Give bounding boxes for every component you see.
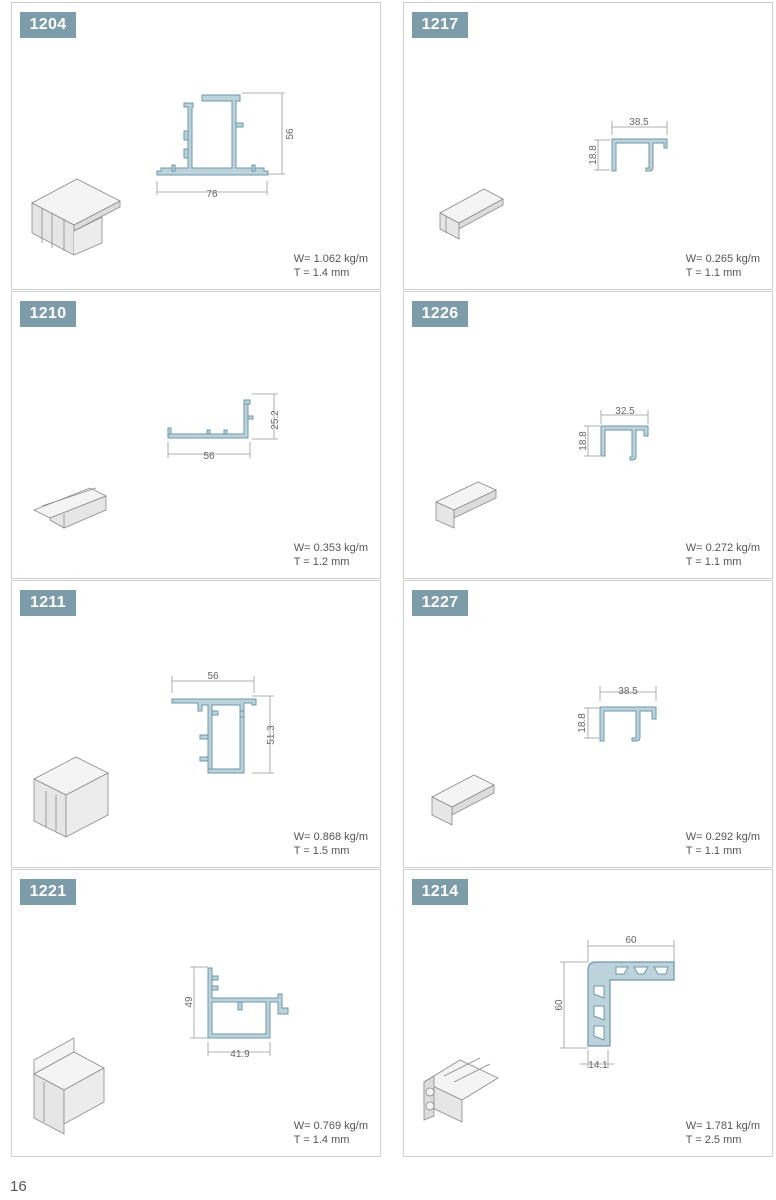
- product-code-badge: 1204: [20, 12, 76, 38]
- dimension-label: 60: [625, 935, 637, 946]
- profile-3d-illustration: [435, 481, 497, 529]
- weight-spec: W= 1.062 kg/m: [293, 253, 368, 265]
- weight-spec: W= 0.272 kg/m: [685, 542, 760, 554]
- product-card-1221: 49 41.9 1221 W= 0.769 kg/m T = 1.4 mm: [11, 869, 381, 1157]
- dimension-label: 38.5: [618, 686, 638, 697]
- thickness-spec: T = 1.1 mm: [685, 556, 742, 568]
- dimension-label: 18.8: [578, 431, 589, 451]
- profile-3d-illustration: [31, 178, 121, 256]
- dimension-label: 60: [554, 999, 565, 1011]
- product-card-1226: 32.5 18.8 1226 W= 0.272 kg/m T = 1.1 mm: [403, 291, 773, 579]
- dimension-label: 56: [285, 128, 296, 140]
- thickness-spec: T = 1.5 mm: [293, 845, 350, 857]
- profile-drawing-1227: 38.5 18.8: [431, 686, 657, 826]
- thickness-spec: T = 1.2 mm: [293, 556, 350, 568]
- dimension-label: 38.5: [629, 117, 649, 128]
- product-code-badge: 1226: [412, 301, 468, 327]
- product-code-badge: 1210: [20, 301, 76, 327]
- dimension-label: 32.5: [615, 406, 635, 417]
- profile-drawing-1217: 38.5 18.8: [439, 117, 668, 240]
- dimension-label: 76: [206, 189, 218, 200]
- thickness-spec: T = 1.4 mm: [293, 267, 350, 279]
- dimension-label: 51.3: [266, 725, 277, 745]
- product-specs: W= 0.272 kg/m T = 1.1 mm: [686, 541, 760, 569]
- product-specs: W= 1.781 kg/m T = 2.5 mm: [686, 1119, 760, 1147]
- weight-spec: W= 0.769 kg/m: [293, 1120, 368, 1132]
- profile-3d-illustration: [439, 188, 504, 240]
- product-card-1210: 25.2 56 1210 W= 0.353 kg/m T = 1.2 mm: [11, 291, 381, 579]
- product-code-badge: 1211: [20, 590, 76, 616]
- dimension-label: 14.1: [588, 1060, 608, 1071]
- product-specs: W= 0.353 kg/m T = 1.2 mm: [294, 541, 368, 569]
- product-card-1204: 56 76 1204 W= 1.062 kg/m T = 1.4 mm: [11, 2, 381, 290]
- product-code-badge: 1227: [412, 590, 468, 616]
- product-specs: W= 0.292 kg/m T = 1.1 mm: [686, 830, 760, 858]
- weight-spec: W= 0.292 kg/m: [685, 831, 760, 843]
- dimension-label: 56: [207, 671, 219, 682]
- profile-3d-illustration: [431, 774, 495, 826]
- product-card-1227: 38.5 18.8 1227 W= 0.292 kg/m T = 1.1 mm: [403, 580, 773, 868]
- product-specs: W= 0.868 kg/m T = 1.5 mm: [294, 830, 368, 858]
- dimension-label: 25.2: [270, 410, 281, 430]
- product-code-badge: 1221: [20, 879, 76, 905]
- product-card-1211: 56 51.3 1211 W= 0.868 kg/m T = 1.5 mm: [11, 580, 381, 868]
- profile-3d-illustration: [33, 756, 109, 838]
- thickness-spec: T = 1.1 mm: [685, 267, 742, 279]
- dimension-label: 41.9: [230, 1049, 250, 1060]
- dimension-label: 49: [184, 996, 195, 1008]
- product-card-1214: 60 60 14.1 1214 W= 1.781 kg/m T = 2.5 mm: [403, 869, 773, 1157]
- profile-drawing-1210: 25.2 56: [33, 393, 281, 529]
- dimension-label: 18.8: [577, 713, 588, 733]
- product-specs: W= 0.769 kg/m T = 1.4 mm: [294, 1119, 368, 1147]
- page-number: 16: [10, 1178, 27, 1195]
- thickness-spec: T = 1.4 mm: [293, 1134, 350, 1146]
- profile-drawing-1221: 49 41.9: [33, 966, 289, 1135]
- dimension-label: 18.8: [588, 145, 599, 165]
- profile-3d-illustration: [33, 487, 107, 529]
- weight-spec: W= 0.868 kg/m: [293, 831, 368, 843]
- product-card-1217: 38.5 18.8 1217 W= 0.265 kg/m T = 1.1 mm: [403, 2, 773, 290]
- product-specs: W= 1.062 kg/m T = 1.4 mm: [294, 252, 368, 280]
- profile-3d-illustration: [33, 1037, 105, 1135]
- thickness-spec: T = 2.5 mm: [685, 1134, 742, 1146]
- profile-3d-illustration: [423, 1057, 499, 1123]
- dimension-label: 56: [203, 451, 215, 462]
- weight-spec: W= 0.353 kg/m: [293, 542, 368, 554]
- thickness-spec: T = 1.1 mm: [685, 845, 742, 857]
- product-code-badge: 1217: [412, 12, 468, 38]
- profile-drawing-1214: 60 60 14.1: [423, 935, 675, 1123]
- product-specs: W= 0.265 kg/m T = 1.1 mm: [686, 252, 760, 280]
- profile-drawing-1211: 56 51.3: [33, 671, 277, 838]
- weight-spec: W= 1.781 kg/m: [685, 1120, 760, 1132]
- profile-drawing-1226: 32.5 18.8: [435, 406, 649, 529]
- weight-spec: W= 0.265 kg/m: [685, 253, 760, 265]
- product-code-badge: 1214: [412, 879, 468, 905]
- profile-drawing-1204: 56 76: [31, 92, 296, 256]
